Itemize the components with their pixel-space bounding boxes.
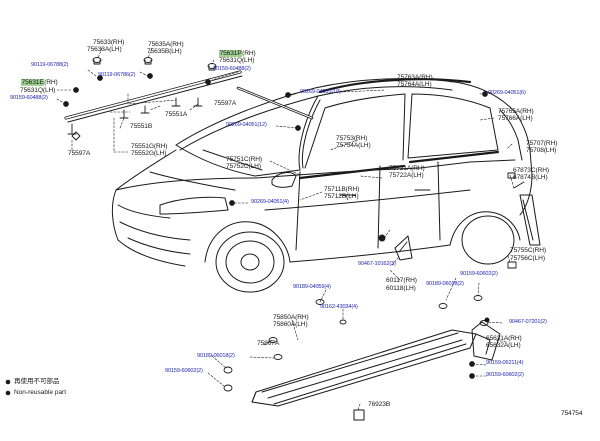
label-75756c: 75756C(LH) <box>510 255 545 262</box>
label-75860a: 75860A(LH) <box>273 321 308 328</box>
label-90269-04051-4: 90269-04051(4) <box>251 199 289 205</box>
label-75551g: 75551G(RH) <box>131 143 168 150</box>
label-90269-04051-6: 90269-04051(6) <box>488 90 526 96</box>
label-90189-04059: 90189-04059(4) <box>293 284 331 290</box>
label-90159-60488-left: 90159-60488(2) <box>10 95 48 101</box>
label-75712b: 75712B(LH) <box>324 193 359 200</box>
label-75551a: 75551A <box>165 111 188 118</box>
label-75633a: 75633A(LH) <box>87 46 122 53</box>
label-90159-60602-right: 90159-60602(2) <box>486 372 524 378</box>
label-75631e: 75631E(RH) <box>21 79 58 87</box>
label-75631p-side: (RH) <box>242 50 256 57</box>
label-90189-06018-left: 90189-06018(2) <box>197 353 235 359</box>
label-90159-60488-top: 90159-60488(2) <box>213 66 251 72</box>
rocker-fasteners <box>223 295 490 392</box>
label-65631a: 65631A(RH) <box>486 335 522 342</box>
label-75707: 75707(RH) <box>526 140 558 147</box>
label-75631q: 75631Q(LH) <box>219 57 255 64</box>
label-75763a: 75763A(RH) <box>397 74 433 81</box>
label-67873c: 67873C(RH) <box>513 167 550 174</box>
label-75597a-top: 75597A <box>214 100 237 107</box>
label-90159-06211: 90159-06211(4) <box>486 360 524 366</box>
label-75631q-left: 75631Q(LH) <box>20 87 56 94</box>
label-90159-60602-left: 90159-60602(2) <box>165 368 203 374</box>
label-75850a: 75850A(RH) <box>273 314 309 321</box>
label-60118: 60118(LH) <box>386 285 416 292</box>
label-75754a: 75754A(LH) <box>336 142 371 149</box>
label-75635b: 75635B(LH) <box>147 48 182 55</box>
label-90269-04051-10: 90269-04051(10) <box>300 89 341 95</box>
label-75867a: 75867A <box>257 340 280 347</box>
label-67874b: 67874B(LH) <box>513 174 548 181</box>
label-75631p-number: 75631P <box>219 50 243 57</box>
label-75635a: 75635A(RH) <box>148 41 184 48</box>
legend-reuse-note: 再使用不可部品 <box>14 378 60 385</box>
label-75766a: 75766A(LH) <box>498 115 533 122</box>
clip-parts <box>63 57 525 269</box>
label-75753: 75753(RH) <box>336 135 368 142</box>
car-body <box>111 78 533 293</box>
label-75631p: 75631P(RH) <box>219 50 256 58</box>
label-75631e-number: 75631E <box>21 79 45 86</box>
label-75551b: 75551B <box>130 123 153 130</box>
label-76923b: 76923B <box>368 401 391 408</box>
label-90467-07201: 90467-07201(2) <box>509 319 547 325</box>
label-75552g: 75552G(LH) <box>131 150 167 157</box>
label-75722a: 75722A(LH) <box>389 172 424 179</box>
label-90119-06788: 90119-06788(2) <box>31 62 69 68</box>
label-75633: 75633(RH) <box>93 39 125 46</box>
label-90269-04051-12: 90269-04051(12) <box>226 122 267 128</box>
label-90189-06018-mid: 90189-06018(2) <box>426 281 464 287</box>
diagram-id: 754754 <box>561 410 583 417</box>
label-75711b: 75711B(RH) <box>324 186 360 193</box>
label-90162-43034: 90162-43034(4) <box>320 304 358 310</box>
rocker-molding <box>251 321 501 421</box>
label-75708: 75708(LH) <box>526 147 557 154</box>
label-90467-10162: 90467-10162(3) <box>358 261 396 267</box>
label-90159-60602-top: 90159-60602(2) <box>460 271 498 277</box>
molding-strips <box>64 70 541 246</box>
leader-lines <box>56 47 515 411</box>
label-65632a: 65632A(LH) <box>486 342 521 349</box>
label-75764a: 75764A(LH) <box>397 81 432 88</box>
label-75755c: 75755C(RH) <box>510 247 547 254</box>
label-75597a-bot: 75597A <box>68 150 91 157</box>
label-75721a: 75721A(RH) <box>389 165 425 172</box>
label-75752c: 75752C(LH) <box>226 163 261 170</box>
label-75631e-side: (RH) <box>44 79 58 86</box>
label-75765a: 75765A(RH) <box>498 108 534 115</box>
label-75751c: 75751C(RH) <box>226 156 263 163</box>
label-60117: 60117(RH) <box>386 277 417 284</box>
label-90119-06786: 90119-06786(2) <box>98 72 136 78</box>
legend-non-reusable: Non-reusable part <box>14 389 67 396</box>
legend-symbols <box>5 379 11 396</box>
